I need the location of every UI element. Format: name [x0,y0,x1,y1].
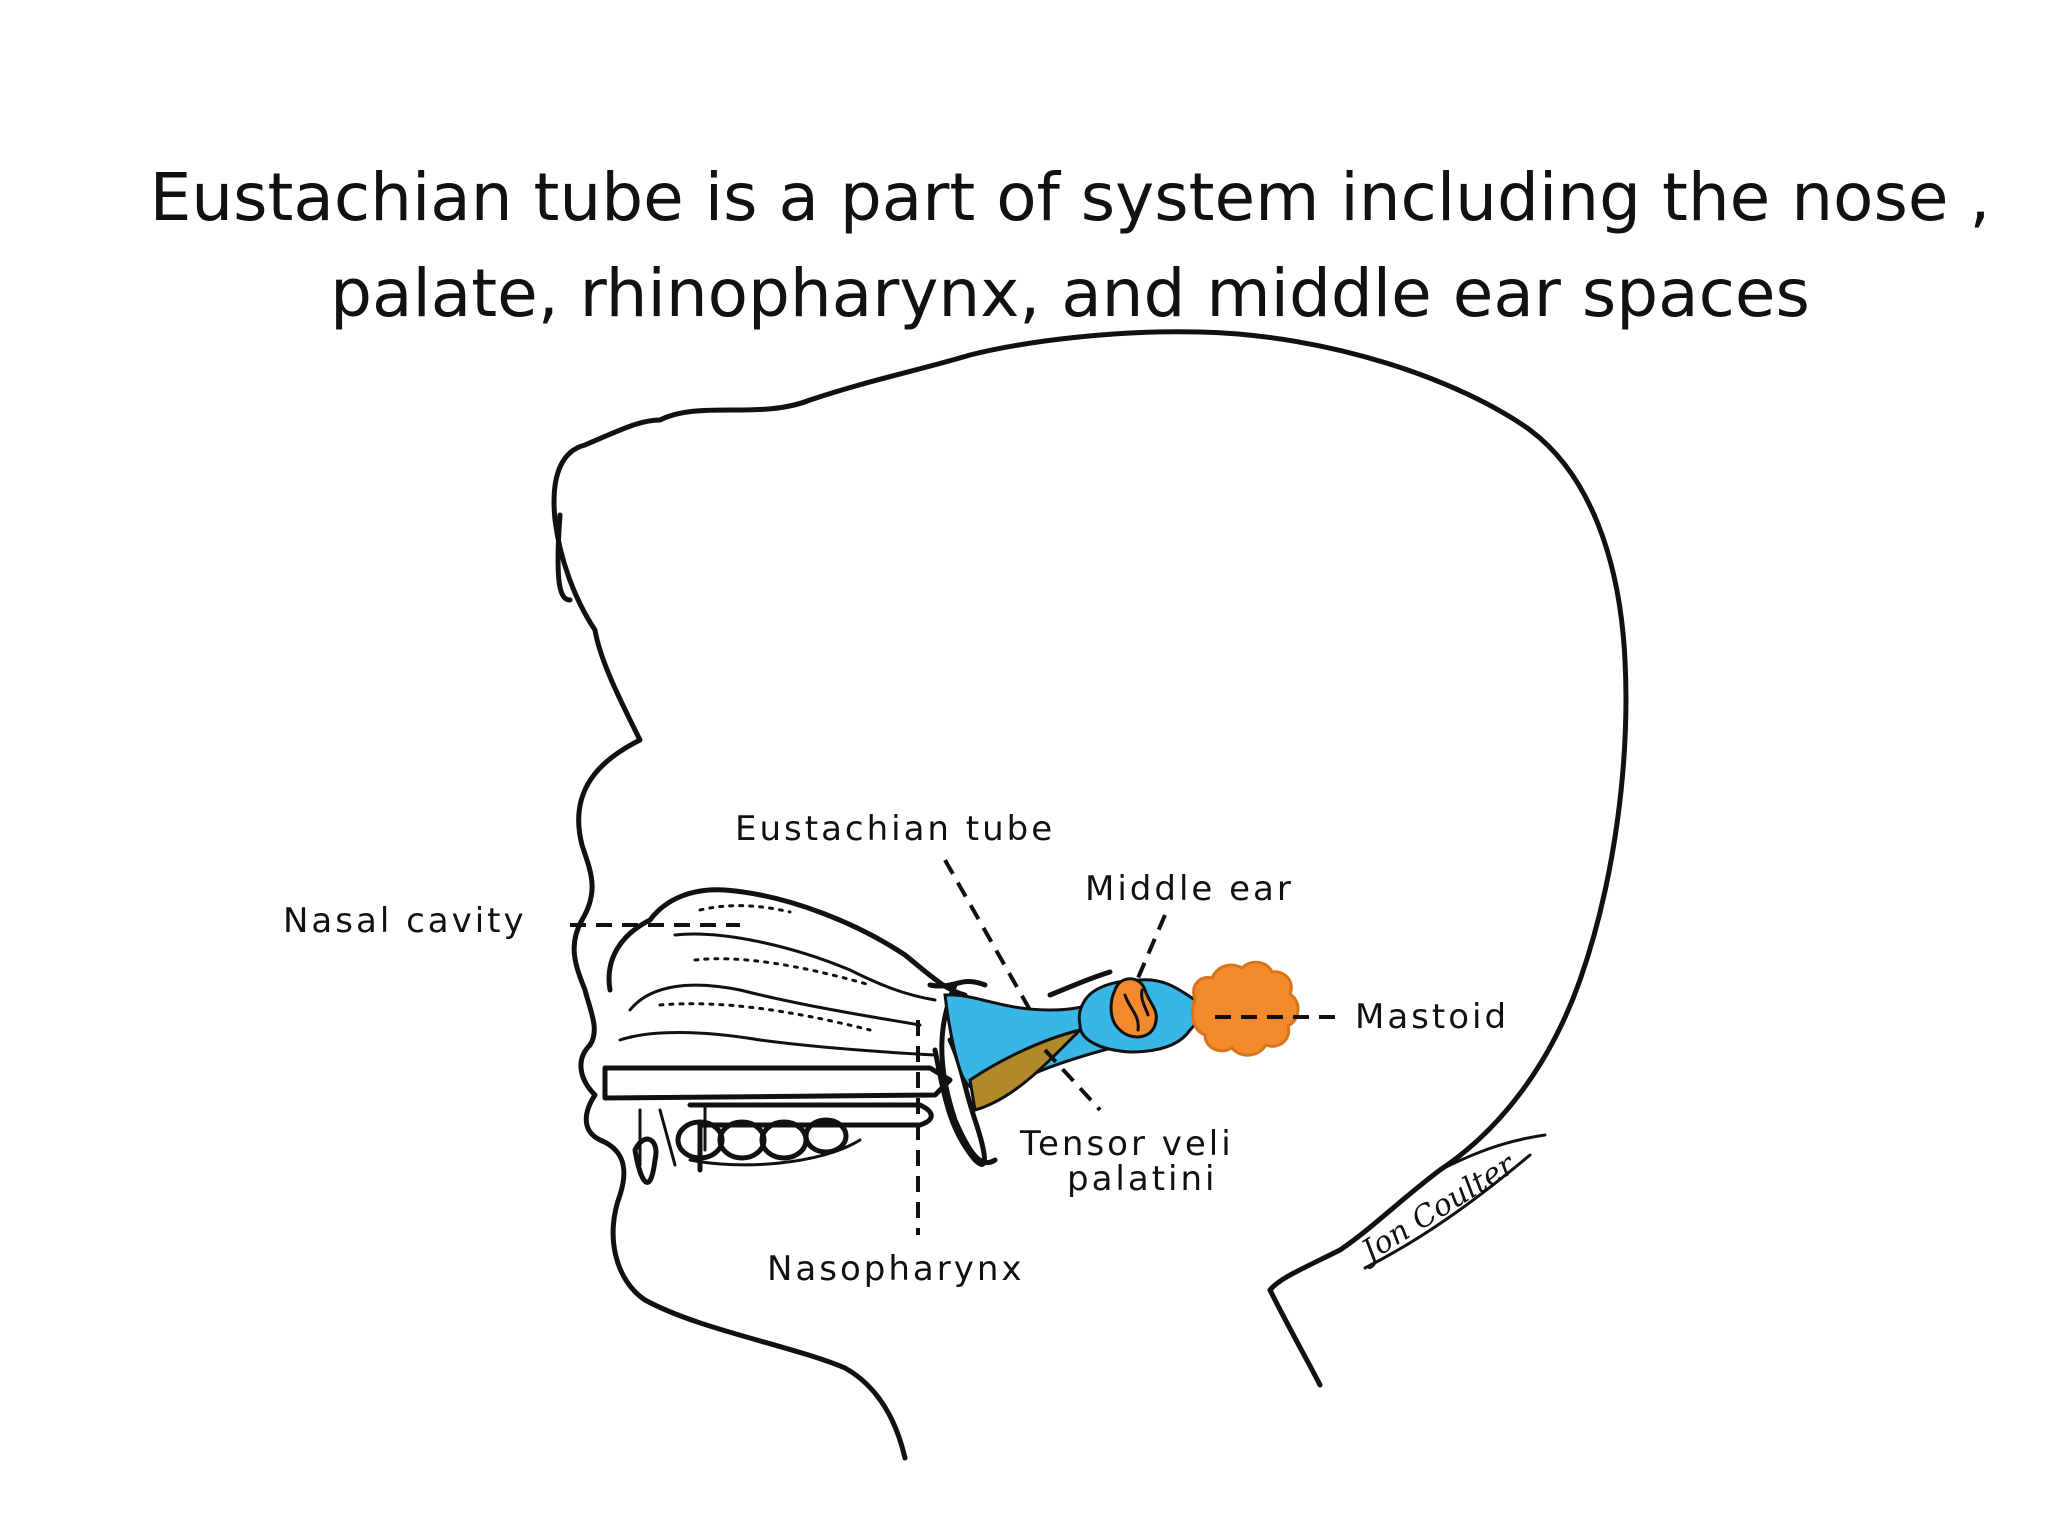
slide-title: Eustachian tube is a part of system incl… [120,150,2020,342]
title-line-1: Eustachian tube is a part of system incl… [149,159,1991,236]
nasal-turbinate-2 [628,983,922,1027]
leader-tensor-veli [1043,1048,1102,1112]
nasal-dots-3 [698,904,792,914]
teeth [675,1117,849,1161]
label-mastoid: Mastoid [1355,997,1509,1037]
label-nasal-cavity: Nasal cavity [283,901,527,941]
tooth [803,1117,849,1155]
forehead-line [555,512,573,603]
tensor-veli-muscle [968,1027,1085,1112]
label-nasopharynx: Nasopharynx [767,1249,1025,1289]
leader-middle-ear [1133,914,1167,986]
label-palatini: palatini [1067,1159,1217,1199]
nasal-turbinate-3 [618,1031,937,1057]
maxilla [687,1102,934,1173]
nasal-turbinate-1 [673,932,937,1002]
label-tensor-veli: Tensor veli [1019,1124,1234,1164]
mastoid-shape [1191,960,1300,1057]
hard-palate [602,1065,953,1101]
signature-stroke-2 [1438,1133,1547,1172]
label-eustachian-tube: Eustachian tube [735,809,1055,849]
title-line-2: palate, rhinopharynx, and middle ear spa… [330,255,1810,332]
ossicles [1109,977,1158,1039]
tongue-line [688,1138,862,1167]
maxilla-inner [638,1106,707,1167]
nasal-dots-1 [693,957,872,987]
signature-stroke [1363,1153,1532,1270]
head-outline [551,329,1629,1461]
nasal-dots-2 [658,1002,872,1032]
label-middle-ear: Middle ear [1085,869,1294,909]
incisor [632,1136,659,1185]
middle-ear-connector [1047,969,1113,998]
pharynx-wall [939,982,998,1165]
leader-eustachian-tube [943,859,1032,1011]
ossicles-detail [1123,988,1150,1032]
tube-upper-line [927,979,988,989]
artist-signature: Jon Coulter [1351,1147,1523,1272]
nasal-cavity-outline [606,887,968,998]
